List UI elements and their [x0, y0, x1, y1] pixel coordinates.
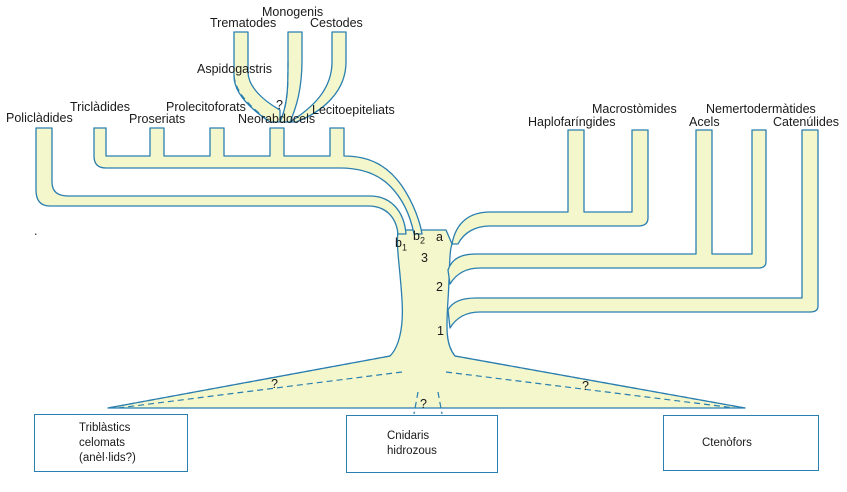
- box-triblastics-line3: (anèl·lids?): [79, 451, 136, 464]
- marker-3: 3: [421, 251, 428, 265]
- marker-b1: b1: [395, 236, 407, 255]
- marker-dot: .: [34, 224, 38, 238]
- box-cnidaris-hidrozous: Cnidaris hidrozous: [346, 415, 498, 473]
- label-monogenis: Monogenis: [262, 5, 324, 19]
- branch-macrostomida: [451, 129, 649, 245]
- dashed-link-right: [454, 355, 746, 409]
- branch-catenulida: [447, 129, 819, 329]
- label-prolecitoforats: Prolecitoforats: [166, 100, 246, 114]
- branch-trematodes-cestodes: [279, 31, 303, 123]
- branch-rhabditophora-comb: [93, 127, 423, 235]
- marker-b2-subscript: 2: [419, 235, 425, 246]
- marker-question-left: ?: [271, 377, 278, 391]
- box-ctenofors: Ctenòfors: [663, 415, 819, 471]
- box-cnidaris-line1: Cnidaris: [387, 430, 430, 442]
- branch-cestodes: [289, 31, 347, 123]
- label-nemertodermatides: Nemertodermàtides: [706, 102, 816, 116]
- label-catenulides: Catenúlides: [773, 115, 840, 129]
- label-aspidogastris: Aspidogastris: [197, 62, 273, 76]
- marker-b2-letter: b: [413, 229, 420, 243]
- branch-neodermata: [233, 31, 281, 123]
- marker-2: 2: [436, 280, 443, 294]
- marker-b1-subscript: 1: [401, 242, 407, 253]
- marker-1: 1: [437, 324, 444, 338]
- box-triblastics-line2: celomats: [79, 436, 126, 449]
- box-ctenofors-line1: Ctenòfors: [702, 436, 752, 449]
- branch-acoelomorpha: [447, 129, 767, 285]
- label-tricladides: Triclàdides: [70, 100, 130, 114]
- marker-question-right: ?: [582, 379, 589, 393]
- dashed-link-trematodes: [279, 61, 289, 123]
- box-triblastics-celomats: Triblàstics celomats (anèl·lids?): [34, 414, 188, 472]
- dashed-link-left-inner: [117, 371, 403, 409]
- label-lecitoepiteliats: Lecitoepiteliats: [312, 103, 395, 117]
- label-haplofaringides: Haplofaríngides: [528, 115, 616, 129]
- label-acels: Acels: [689, 115, 720, 129]
- dashed-link-aspidogastris: [233, 75, 271, 123]
- label-trematodes: Trematodes: [210, 16, 277, 30]
- marker-question-top: ?: [276, 98, 283, 112]
- dashed-link-center: [413, 391, 443, 415]
- label-proseriats: Proseriats: [129, 112, 186, 126]
- marker-b1-letter: b: [395, 236, 402, 250]
- box-cnidaris-line2: hidrozous: [387, 445, 437, 457]
- marker-question-center: ?: [420, 397, 427, 411]
- box-triblastics-line1: Triblàstics: [79, 421, 131, 434]
- branch-policladides: [35, 127, 407, 235]
- marker-b2: b2: [413, 229, 425, 248]
- label-macrostomides: Macrostòmides: [592, 102, 677, 116]
- dashed-link-left: [107, 355, 391, 409]
- label-policladides: Policlàdides: [6, 111, 73, 125]
- marker-a: a: [436, 230, 443, 244]
- label-neorabdocels: Neorabdocels: [238, 112, 316, 126]
- label-cestodes: Cestodes: [310, 16, 363, 30]
- dashed-link-right-inner: [445, 371, 736, 409]
